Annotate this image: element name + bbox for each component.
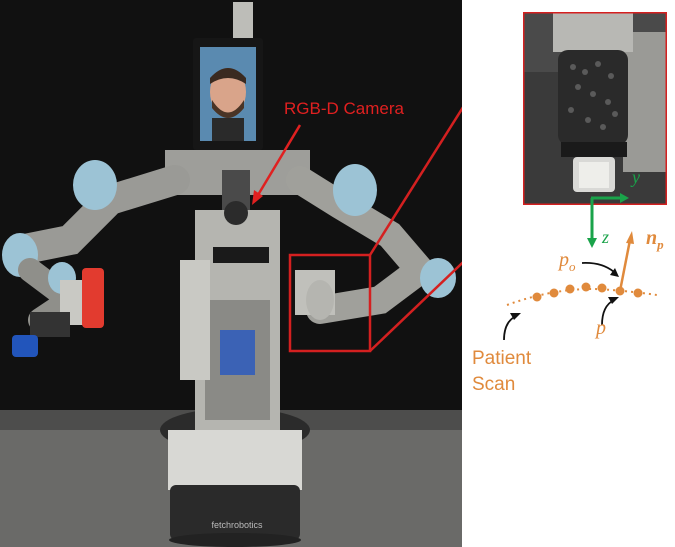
label-p: p bbox=[596, 317, 606, 339]
scan-geometry bbox=[503, 198, 658, 341]
scan-diagram: y z po p np Patient Scan bbox=[462, 0, 675, 547]
label-p-o: po bbox=[559, 250, 576, 273]
patient-scan-label-line1: Patient bbox=[472, 348, 532, 369]
axis-z-label: z bbox=[602, 227, 610, 247]
patient-scan-label-line2: Scan bbox=[472, 374, 516, 395]
base-brand-text: fetchrobotics bbox=[211, 520, 263, 530]
robot-photo: fetchrobotics RGB-D Camera bbox=[0, 0, 462, 547]
label-n-p-sub: p bbox=[657, 237, 664, 252]
label-n-p: np bbox=[646, 228, 664, 251]
end-effector-inset bbox=[523, 12, 667, 205]
label-p-o-sub: o bbox=[569, 259, 576, 274]
axis-y-label: y bbox=[632, 167, 640, 187]
camera-label: RGB-D Camera bbox=[284, 99, 404, 118]
label-n-p-base: n bbox=[646, 227, 658, 249]
label-p-o-base: p bbox=[559, 249, 569, 271]
